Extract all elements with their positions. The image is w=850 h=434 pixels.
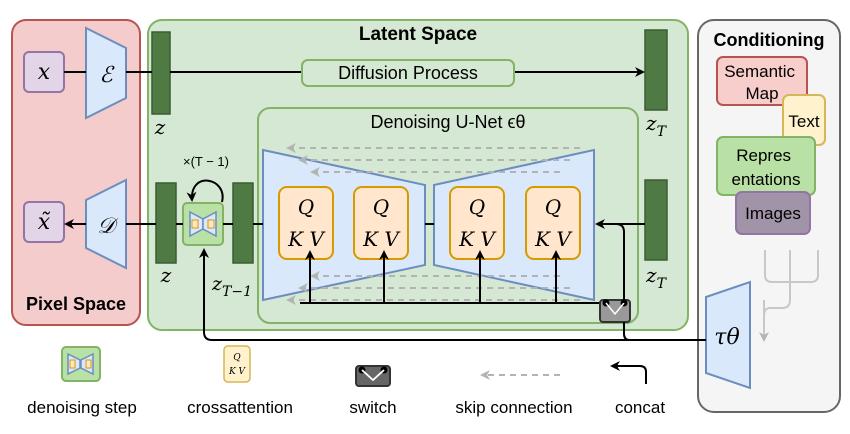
- legend-switch-label: switch: [349, 398, 396, 417]
- pixel-space-label: Pixel Space: [26, 294, 126, 314]
- svg-text:K V: K V: [458, 227, 497, 251]
- z-label-top: z: [154, 115, 166, 139]
- crossattention-block-4: Q K V: [525, 186, 581, 260]
- x-input-label: x: [38, 60, 51, 85]
- z-T-latent-bar-top: [644, 29, 668, 111]
- z-label-bottom: z: [160, 263, 172, 287]
- latent-space-label: Latent Space: [359, 24, 477, 45]
- svg-text:Q: Q: [233, 353, 241, 363]
- x-tilde-output-label: x̃: [38, 210, 51, 235]
- z-T-latent-bar-bottom: [644, 179, 668, 261]
- legend-denoising-step: [61, 346, 101, 382]
- unet-title: Denoising U-Net ϵθ: [370, 112, 525, 132]
- conditioning-feed-lines: [300, 250, 608, 304]
- switch-icon: [599, 299, 631, 323]
- text-label: Text: [788, 112, 819, 131]
- svg-text:K V: K V: [534, 227, 573, 251]
- legend-switch-icon: [355, 365, 391, 387]
- svg-text:Q: Q: [545, 195, 561, 219]
- svg-text:Q: Q: [373, 195, 389, 219]
- legend-crossattention-label: crossattention: [187, 398, 293, 417]
- semantic-map-label: Semantic Map: [724, 62, 800, 103]
- legend-denoising-step-label: denoising step: [27, 398, 137, 417]
- conditioning-label: Conditioning: [714, 30, 825, 50]
- z-latent-bar-top: [151, 31, 171, 115]
- switch-concat-line: [615, 223, 625, 303]
- images-box: [735, 191, 811, 235]
- images-label: Images: [745, 204, 801, 223]
- denoising-step-block: [182, 202, 224, 246]
- svg-text:Q: Q: [298, 195, 314, 219]
- skip-connections: [286, 143, 580, 305]
- crossattention-block-2: Q K V: [353, 186, 409, 260]
- tau-to-denoise-line: [199, 248, 630, 341]
- diffusion-process-box: [301, 59, 515, 87]
- encoder-shape: [85, 26, 127, 120]
- legend-skip-label: skip connection: [455, 398, 572, 417]
- repeat-loop-arrow: [186, 179, 224, 203]
- z-T-minus-1-latent-bar: [232, 182, 254, 264]
- tau-encoder-label: τθ: [714, 325, 739, 350]
- encoder-label: ℰ: [99, 63, 115, 88]
- representations-label: Repres entations: [732, 146, 801, 189]
- diffusion-process-label: Diffusion Process: [338, 63, 478, 83]
- svg-text:K V: K V: [362, 227, 401, 251]
- crossattention-block-3: Q K V: [449, 186, 505, 260]
- repeat-label: ×(T − 1): [183, 154, 229, 169]
- legend-concat-arrow: [610, 361, 647, 384]
- tau-encoder-shape: [705, 280, 751, 390]
- legend-concat-label: concat: [615, 398, 665, 417]
- crossattention-block-1: Q K V: [278, 186, 334, 260]
- z-latent-bar-bottom: [155, 182, 177, 264]
- svg-text:K V: K V: [228, 367, 247, 377]
- decoder-shape: [85, 178, 127, 270]
- svg-text:K V: K V: [287, 227, 326, 251]
- svg-text:Q: Q: [469, 195, 485, 219]
- semantic-map-box: [716, 56, 808, 106]
- legend-crossattention: Q K V: [223, 345, 251, 383]
- decoder-label: 𝒟: [97, 214, 119, 239]
